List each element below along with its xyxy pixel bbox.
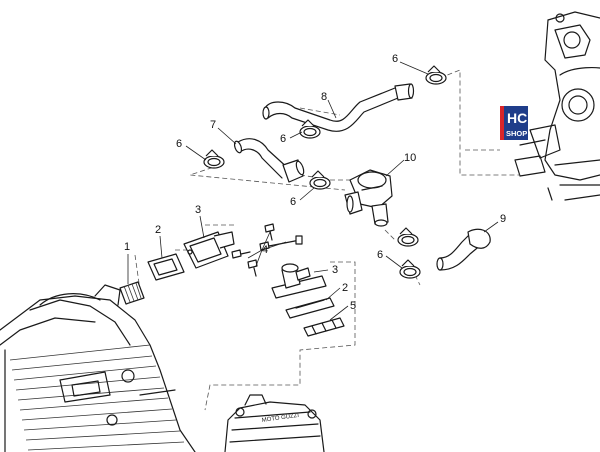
part-3-cover-left xyxy=(183,231,235,269)
callout-4: 4 xyxy=(262,244,268,256)
part-7-hose xyxy=(233,138,305,183)
callout-6-b: 6 xyxy=(280,133,286,145)
part-5-clip xyxy=(303,317,345,337)
callout-10: 10 xyxy=(404,152,416,164)
screw-c xyxy=(247,259,258,277)
clamp-a xyxy=(203,149,225,169)
routing-lines xyxy=(134,69,520,411)
engine-cylinder-head xyxy=(0,284,196,452)
part-2-gasket-right xyxy=(285,297,335,319)
logo-line1: HC xyxy=(507,110,527,126)
callout-3-left: 3 xyxy=(195,204,201,216)
callout-labels: 1 2 3 4 3 2 5 6 6 6 6 6 7 8 9 10 xyxy=(124,53,506,312)
clamp-c xyxy=(425,65,447,85)
callout-6-d: 6 xyxy=(290,196,296,208)
callout-2-left: 2 xyxy=(155,224,161,236)
logo-line2: SHOP xyxy=(506,129,527,138)
callout-2-right: 2 xyxy=(342,282,348,294)
callout-6-a: 6 xyxy=(176,138,182,150)
engine-head-right: MOTO GUZZI xyxy=(224,394,325,452)
part-6-clamps xyxy=(203,65,447,279)
callout-5: 5 xyxy=(350,300,356,312)
clamp-e xyxy=(397,227,419,247)
callout-6-c: 6 xyxy=(392,53,398,65)
engine-brand-text: MOTO GUZZI xyxy=(261,413,299,424)
callout-6-e: 6 xyxy=(377,249,383,261)
part-1-spring xyxy=(119,281,145,305)
screw-b xyxy=(231,249,251,259)
hc-shop-logo: HC SHOP xyxy=(500,106,528,140)
clamp-b xyxy=(299,119,321,139)
part-10-valve xyxy=(344,169,393,227)
callout-9: 9 xyxy=(500,213,506,225)
clamp-d xyxy=(309,170,331,190)
part-2-gasket-left xyxy=(147,253,185,281)
screw-a xyxy=(264,223,275,241)
part-3-fitting-right xyxy=(271,263,327,299)
callout-7: 7 xyxy=(210,119,216,131)
callout-3-right: 3 xyxy=(332,264,338,276)
part-9-hose xyxy=(436,228,491,271)
callout-8: 8 xyxy=(321,91,327,103)
leader-lines xyxy=(127,61,499,321)
part-8-breather-hose xyxy=(262,83,415,132)
clamp-f xyxy=(399,259,421,279)
throttle-body-assembly xyxy=(514,11,600,201)
callout-1: 1 xyxy=(124,241,130,253)
